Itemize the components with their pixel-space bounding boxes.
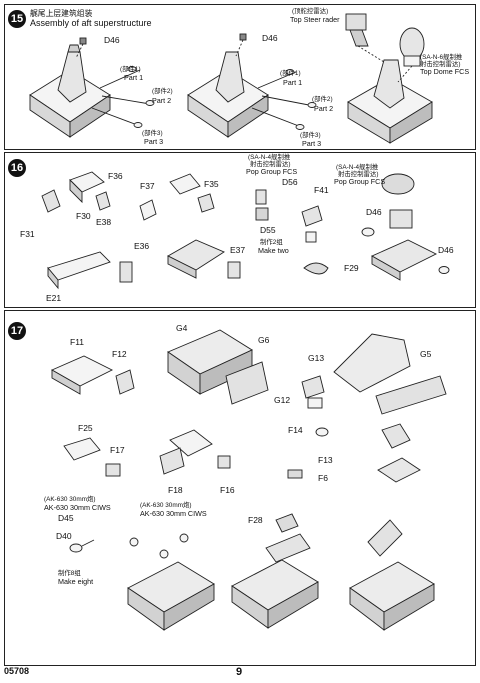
step-17-d45: D45 [58,513,74,523]
step-15-mid-part2-en: Part 2 [314,104,334,113]
step-16-number: 16 [8,159,26,177]
step-16-pop-cn2: 射击控制雷达) [250,161,291,168]
step-15-title-en: Assembly of aft superstructure [30,18,152,28]
step-15-left-part3-en: Part 3 [144,137,164,146]
kit-code: 05708 [4,666,30,676]
right-superstructure-assembly [345,13,433,144]
step-17-ciws-cn: (AK-630 30mm炮) [44,496,96,503]
step-17-f25: F25 [78,423,93,433]
step-17-number: 17 [8,322,26,340]
step-17-f11: F11 [70,337,85,347]
step-16-pop2-cn2: 射击控制雷达) [338,171,379,178]
step-17-g5: G5 [420,349,432,359]
step-15-left-d46: D46 [104,35,120,45]
step-16-e21: E21 [46,293,62,303]
step-16-f36: F36 [108,171,123,181]
step-17-f28: F28 [248,515,263,525]
left-superstructure-base [29,37,155,138]
step-17-f18: F18 [168,485,183,495]
step-16-pop2-en: Pop Group FCS [334,177,386,186]
step-16-pop-en: Pop Group FCS [246,167,298,176]
step-15-dome-en: Top Dome FCS [420,67,470,76]
step-17-ciws2-cn: (AK-630 30mm炮) [140,502,192,509]
step-15-dome-cn2: 射击控制雷达) [420,61,461,68]
step-16-d46: D46 [366,207,382,217]
step-17-f12: F12 [112,349,127,359]
step-17-g4: G4 [176,323,188,333]
step-15-mid-part3-en: Part 3 [302,139,322,148]
step-15-steer-cn: (顶舵控雷达) [292,8,329,15]
step-17-ciws-en: AK-630 30mm CIWS [44,503,111,512]
step-15-mid-part1-en: Part 1 [283,78,303,87]
step-17-f13: F13 [318,455,333,465]
step-16-e37: E37 [230,245,246,255]
step-15-mid-part1-cn: (部件1) [280,70,301,77]
step-15-left-part1-en: Part 1 [124,73,144,82]
step-16-d46b: D46 [438,245,454,255]
step-15-mid-part3-cn: (部件3) [300,132,321,139]
step-16-make-two-en: Make two [258,246,289,255]
step-16-e38: E38 [96,217,112,227]
step-15-number: 15 [8,10,26,28]
step-15-left-part1-cn: (部件1) [120,66,141,73]
step-17-g6: G6 [258,335,270,345]
step-15-mid-d46: D46 [262,33,278,43]
step-17-g12: G12 [274,395,291,405]
step-15-left-part2-en: Part 2 [152,96,172,105]
middle-superstructure-base [187,33,317,138]
step-15-dome-cn: (SA-N-6舰制推 [420,54,463,61]
step-16-f41: F41 [314,185,329,195]
step-16-e36: E36 [134,241,150,251]
step-17-f6: F6 [318,473,328,483]
step-15-steer-en: Top Steer rader [290,15,340,24]
step-15-title-cn: 艉尾上层建筑组装 [30,9,93,18]
step-15-mid-part2-cn: (部件2) [312,96,333,103]
step-16-f31: F31 [20,229,35,239]
step-17-f16: F16 [220,485,235,495]
step-16-pop-cn: (SA-N-4舰制推 [248,154,291,161]
step-16-d56: D56 [282,177,298,187]
step-17-make-eight-en: Make eight [58,577,94,586]
step-17-f17: F17 [110,445,125,455]
step-17-d40: D40 [56,531,72,541]
step-16-pop2-cn: (SA-N-4舰制推 [336,164,379,171]
step-16-f29: F29 [344,263,359,273]
page-number: 9 [236,666,243,678]
step-17-make-eight-cn: 制作8组 [58,570,81,577]
step-16-f30: F30 [76,211,91,221]
step-16-f35: F35 [204,179,219,189]
step-16-d55: D55 [260,225,276,235]
step-17-ciws2-en: AK-630 30mm CIWS [140,509,207,518]
step-17-g13: G13 [308,353,325,363]
step-17-f14: F14 [288,425,303,435]
step-16-f37: F37 [140,181,155,191]
step-15-left-part2-cn: (部件2) [152,88,173,95]
step-16-make-two-cn: 制作2组 [260,239,283,246]
step-15-left-part3-cn: (部件3) [142,130,163,137]
